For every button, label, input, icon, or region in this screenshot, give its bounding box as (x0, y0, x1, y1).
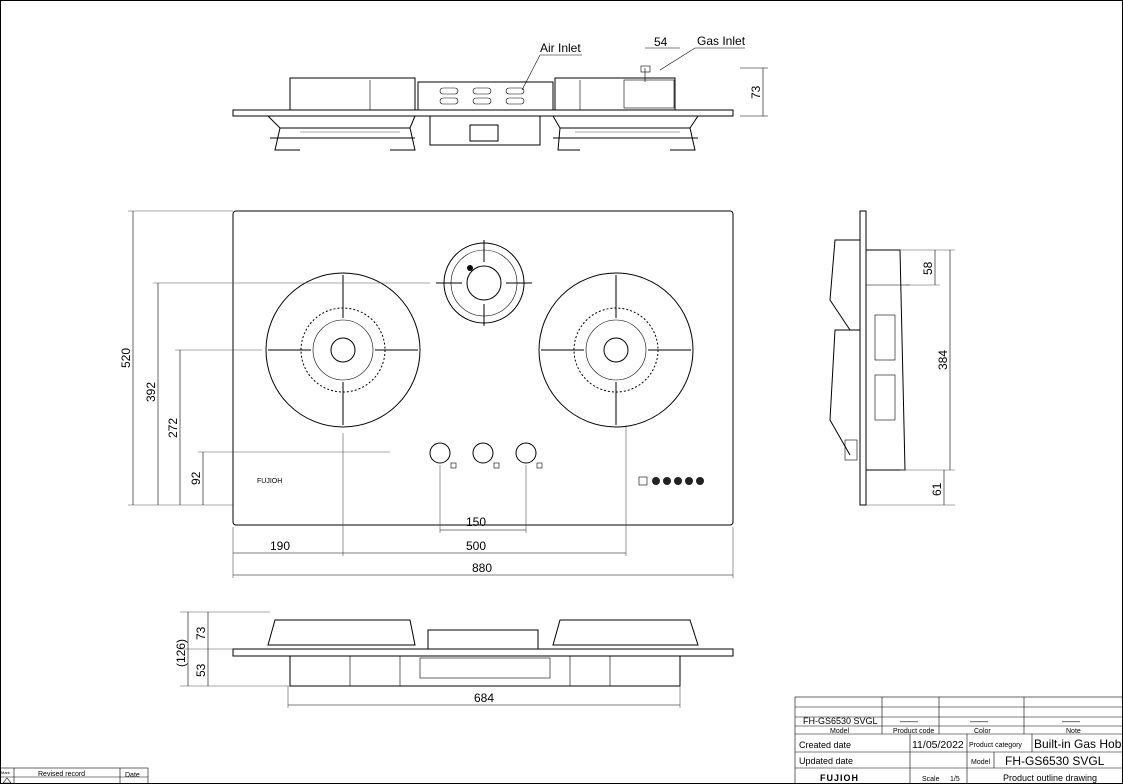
dim-left-offset: 190 (270, 539, 290, 553)
dim-gas-offset: 54 (654, 35, 668, 49)
revision-record: Mark Revised record Date (0, 767, 149, 784)
title-block: FH-GS6530 SVGL —— —— —— Model Product co… (794, 696, 1123, 784)
created-date: 11/05/2022 (912, 739, 964, 751)
glass-top (232, 210, 734, 526)
side-view: 58 384 61 (829, 210, 955, 506)
dim-width: 880 (472, 561, 492, 575)
air-inlet-label: Air Inlet (540, 41, 581, 55)
dim-total-height: (126) (174, 639, 188, 667)
dim-burner-pitch: 500 (466, 539, 486, 553)
date-label: Date (125, 772, 140, 779)
model-value-small: FH-GS6530 SVGL (803, 716, 878, 726)
dim-92: 92 (189, 471, 203, 485)
product-code-value: —— (900, 716, 918, 726)
header-color: Color (974, 728, 991, 735)
scale-label: Scale (922, 776, 940, 783)
rear-elevation-view: Air Inlet 54 Gas Inlet 73 (232, 34, 768, 151)
left-burner (265, 272, 421, 428)
dim-depth: 520 (119, 348, 133, 368)
dim-272: 272 (166, 418, 180, 438)
timer-panel (638, 476, 704, 486)
dim-58: 58 (921, 261, 935, 275)
revised-record-label: Revised record (38, 771, 85, 778)
front-elevation-view: (126) 73 53 684 (174, 611, 734, 708)
dim-cutout: 684 (474, 691, 494, 705)
header-product-code: Product code (893, 728, 934, 735)
control-knobs (429, 442, 543, 469)
scale-value: 1/5 (950, 776, 960, 783)
model-name: FH-GS6530 SVGL (1005, 754, 1105, 768)
dim-above-top: 73 (194, 626, 208, 640)
mark-label: Mark (1, 770, 10, 775)
dim-top-height: 73 (749, 85, 763, 99)
dim-384: 384 (936, 350, 950, 370)
note-value: —— (1062, 716, 1080, 726)
fujioh-logo: FUJIOH (820, 773, 859, 783)
knob-right (515, 442, 537, 464)
dim-392: 392 (144, 382, 158, 402)
header-note: Note (1066, 728, 1081, 735)
model-label: Model (971, 759, 991, 766)
knob-center (472, 442, 494, 464)
updated-date-label: Updated date (799, 756, 853, 766)
dim-61: 61 (930, 482, 944, 496)
created-date-label: Created date (799, 740, 851, 750)
color-value: —— (970, 716, 988, 726)
knob-left (429, 442, 451, 464)
dim-knob-pitch: 150 (466, 515, 486, 529)
plan-view: FUJIOH 520 392 272 92 150 190 500 880 (119, 210, 734, 578)
product-category-label: Product category (969, 742, 1022, 749)
product-category: Built-in Gas Hob (1034, 737, 1122, 751)
header-model: Model (830, 728, 850, 735)
right-burner (538, 272, 694, 428)
air-inlet-leader (521, 54, 582, 91)
gas-inlet-label: Gas Inlet (697, 34, 746, 48)
brand-logo-plan: FUJIOH (257, 478, 282, 485)
center-burner (436, 240, 532, 326)
dim-below-top: 53 (194, 663, 208, 677)
drawing-type: Product outline drawing (1003, 773, 1097, 783)
